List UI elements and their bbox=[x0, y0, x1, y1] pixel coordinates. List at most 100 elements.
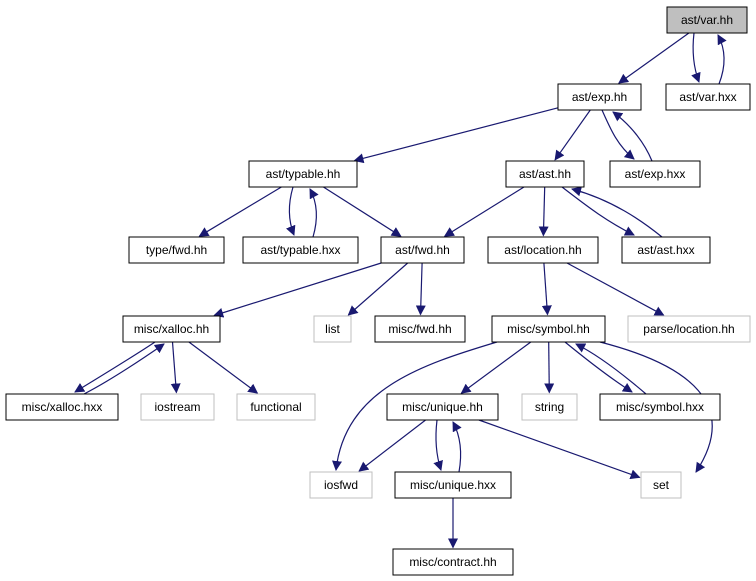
node-box bbox=[309, 471, 373, 499]
edge-exp-hh-to-exp-hxx bbox=[601, 109, 635, 160]
node-iostream: iostream bbox=[140, 393, 215, 421]
node-functional: functional bbox=[236, 393, 316, 421]
node-label: misc/unique.hh bbox=[402, 400, 483, 414]
edge-var-hxx-to-var-hh bbox=[717, 34, 727, 85]
edge-xalloc-hh-to-iostream bbox=[170, 341, 181, 394]
node-box bbox=[380, 236, 465, 264]
node-label: misc/fwd.hh bbox=[388, 322, 451, 336]
edge-exp-hh-to-typable-hh bbox=[353, 107, 559, 164]
node-unique-hxx[interactable]: misc/unique.hxx bbox=[394, 471, 512, 499]
node-ast-hxx[interactable]: ast/ast.hxx bbox=[621, 236, 711, 264]
node-label: ast/exp.hxx bbox=[625, 167, 686, 181]
node-box bbox=[640, 471, 682, 499]
node-type-fwd[interactable]: type/fwd.hh bbox=[128, 236, 225, 264]
edge-symbol-hh-to-iosfwd bbox=[332, 341, 498, 471]
node-exp-hh[interactable]: ast/exp.hh bbox=[557, 83, 642, 111]
node-box bbox=[236, 393, 316, 421]
edge-unique-hh-to-set bbox=[478, 419, 641, 480]
node-symbol-hh[interactable]: misc/symbol.hh bbox=[491, 315, 606, 343]
node-label: ast/typable.hxx bbox=[260, 243, 340, 257]
edge-ast-hh-to-location-hh bbox=[538, 186, 549, 237]
edge-var-hh-to-var-hxx bbox=[691, 32, 701, 83]
nodes-layer: ast/var.hh ast/exp.hh ast/var.hxx ast/typab… bbox=[5, 6, 751, 576]
node-misc-fwd[interactable]: misc/fwd.hh bbox=[374, 315, 466, 343]
edge-symbol-hh-to-set bbox=[599, 341, 713, 473]
node-label: set bbox=[653, 478, 670, 492]
node-box bbox=[386, 393, 499, 421]
node-box bbox=[521, 393, 578, 421]
node-set: set bbox=[640, 471, 682, 499]
node-box bbox=[627, 315, 751, 343]
node-box bbox=[621, 236, 711, 264]
node-box bbox=[374, 315, 466, 343]
node-label: type/fwd.hh bbox=[146, 243, 207, 257]
node-label: misc/xalloc.hxx bbox=[22, 400, 103, 414]
node-label: ast/ast.hh bbox=[519, 167, 571, 181]
edge-symbol-hh-to-string bbox=[544, 341, 555, 394]
node-box bbox=[242, 236, 359, 264]
node-label: misc/symbol.hh bbox=[507, 322, 590, 336]
node-contract-hh[interactable]: misc/contract.hh bbox=[392, 548, 514, 576]
node-exp-hxx[interactable]: ast/exp.hxx bbox=[609, 160, 701, 188]
edge-typable-hh-to-ast-fwd bbox=[323, 186, 402, 237]
edge-unique-hh-to-unique-hxx bbox=[433, 419, 443, 471]
edge-symbol-hxx-to-symbol-hh bbox=[575, 343, 647, 395]
edge-ast-fwd-to-xalloc-hh bbox=[213, 262, 382, 318]
edge-ast-fwd-to-list bbox=[347, 262, 409, 316]
node-string: string bbox=[521, 393, 578, 421]
edge-ast-hh-to-ast-hxx bbox=[561, 186, 635, 236]
node-label: misc/symbol.hxx bbox=[616, 400, 704, 414]
node-typable-hh[interactable]: ast/typable.hh bbox=[248, 160, 358, 188]
node-box bbox=[505, 160, 585, 188]
edge-symbol-hh-to-symbol-hxx bbox=[564, 341, 633, 393]
node-label: functional bbox=[250, 400, 301, 414]
node-box bbox=[491, 315, 606, 343]
node-label: misc/xalloc.hh bbox=[134, 322, 209, 336]
edge-ast-fwd-to-misc-fwd bbox=[415, 262, 426, 316]
edge-unique-hh-to-iosfwd bbox=[358, 419, 426, 472]
edge-location-hh-to-symbol-hh bbox=[541, 262, 552, 316]
node-box bbox=[599, 393, 721, 421]
node-label: misc/contract.hh bbox=[409, 555, 496, 569]
node-var-hh[interactable]: ast/var.hh bbox=[666, 6, 748, 34]
node-box bbox=[666, 6, 748, 34]
node-label: parse/location.hh bbox=[643, 322, 734, 336]
node-label: list bbox=[325, 322, 340, 336]
node-label: misc/unique.hxx bbox=[410, 478, 496, 492]
edge-typable-hh-to-typable-hxx bbox=[286, 186, 296, 236]
node-xalloc-hxx[interactable]: misc/xalloc.hxx bbox=[5, 393, 119, 421]
node-typable-hxx[interactable]: ast/typable.hxx bbox=[242, 236, 359, 264]
node-label: ast/exp.hh bbox=[572, 90, 627, 104]
node-ast-fwd[interactable]: ast/fwd.hh bbox=[380, 236, 465, 264]
edge-ast-hxx-to-ast-hh bbox=[571, 186, 663, 238]
node-var-hxx[interactable]: ast/var.hxx bbox=[665, 83, 751, 111]
node-xalloc-hh[interactable]: misc/xalloc.hh bbox=[122, 315, 221, 343]
node-location-hh[interactable]: ast/location.hh bbox=[487, 236, 599, 264]
node-label: ast/var.hh bbox=[681, 13, 733, 27]
node-label: ast/fwd.hh bbox=[395, 243, 450, 257]
edge-var-hh-to-exp-hh bbox=[618, 32, 690, 84]
edge-unique-hxx-to-unique-hh bbox=[452, 421, 462, 473]
edge-typable-hh-to-type-fwd bbox=[198, 186, 282, 237]
edge-location-hh-to-parse-location bbox=[566, 262, 665, 316]
node-label: ast/var.hxx bbox=[679, 90, 736, 104]
edge-typable-hxx-to-typable-hh bbox=[309, 188, 319, 238]
node-list: list bbox=[313, 315, 352, 343]
node-symbol-hxx[interactable]: misc/symbol.hxx bbox=[599, 393, 721, 421]
edge-exp-hh-to-ast-hh bbox=[554, 109, 591, 161]
node-box bbox=[487, 236, 599, 264]
edge-symbol-hh-to-unique-hh bbox=[460, 341, 532, 394]
node-box bbox=[248, 160, 358, 188]
node-iosfwd: iosfwd bbox=[309, 471, 373, 499]
node-label: iosfwd bbox=[324, 478, 358, 492]
edge-exp-hxx-to-exp-hh bbox=[612, 111, 653, 162]
edge-xalloc-hxx-to-xalloc-hh bbox=[83, 343, 165, 395]
node-box bbox=[665, 83, 751, 111]
node-ast-hh[interactable]: ast/ast.hh bbox=[505, 160, 585, 188]
node-box bbox=[609, 160, 701, 188]
node-box bbox=[392, 548, 514, 576]
node-label: iostream bbox=[154, 400, 200, 414]
node-unique-hh[interactable]: misc/unique.hh bbox=[386, 393, 499, 421]
edge-xalloc-hh-to-xalloc-hxx bbox=[74, 341, 156, 393]
node-label: string bbox=[535, 400, 564, 414]
